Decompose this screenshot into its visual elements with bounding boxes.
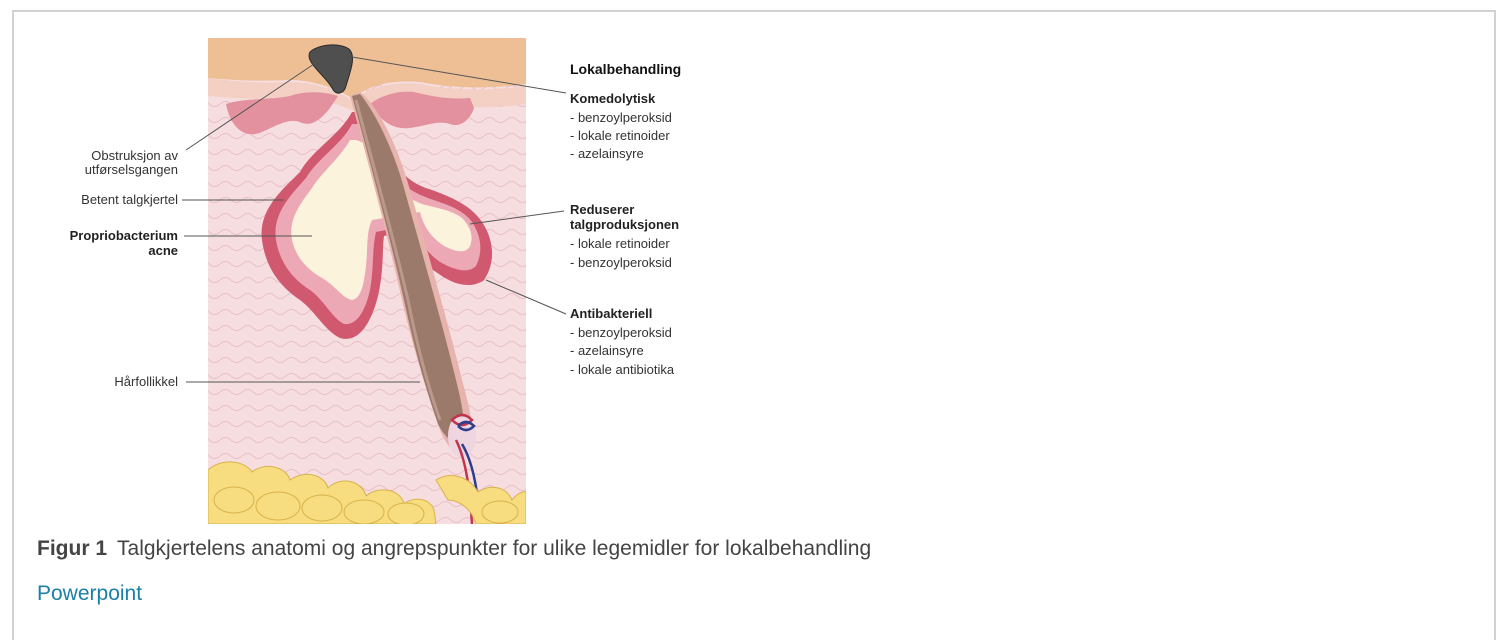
label-propio-1: Propriobacterium	[70, 228, 178, 243]
komedolytisk-item: - lokale retinoider	[570, 128, 670, 143]
reduserer-item: - lokale retinoider	[570, 236, 670, 251]
label-reduserer-1: Reduserer	[570, 202, 634, 217]
label-antibakteriell: Antibakteriell	[570, 306, 652, 321]
label-komedolytisk: Komedolytisk	[570, 91, 656, 106]
komedolytisk-item: - benzoylperoksid	[570, 110, 672, 125]
reduserer-item: - benzoylperoksid	[570, 255, 672, 270]
antibakteriell-item: - lokale antibiotika	[570, 362, 675, 377]
label-lokalbehandling: Lokalbehandling	[570, 61, 681, 77]
label-obstruksjon-2: utførselsgangen	[85, 162, 178, 177]
figure-caption: Figur 1 Talgkjertelens anatomi og angreps…	[37, 537, 871, 561]
label-obstruksjon-1: Obstruksjon av	[91, 148, 178, 163]
label-reduserer-2: talgproduksjonen	[570, 217, 679, 232]
powerpoint-link[interactable]: Powerpoint	[37, 582, 142, 606]
caption-label: Figur 1	[37, 537, 107, 560]
label-propio-2: acne	[148, 243, 178, 258]
antibakteriell-item: - azelainsyre	[570, 343, 644, 358]
antibakteriell-item: - benzoylperoksid	[570, 325, 672, 340]
caption-text: Talgkjertelens anatomi og angrepspunkter…	[117, 537, 871, 560]
label-harfollikkel: Hårfollikkel	[114, 374, 178, 389]
komedolytisk-item: - azelainsyre	[570, 146, 644, 161]
label-betent: Betent talgkjertel	[81, 192, 178, 207]
